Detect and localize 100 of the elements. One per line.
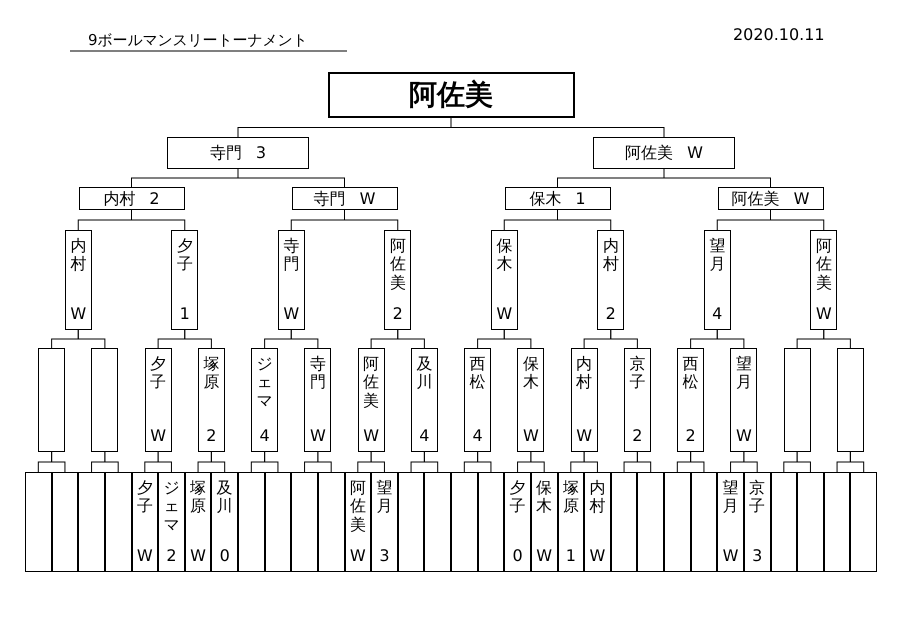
player-slot <box>744 472 770 572</box>
bracket-line <box>238 168 345 188</box>
player-box <box>504 187 610 210</box>
champion-name: 阿佐美 <box>409 81 493 109</box>
player-name: ジェマ <box>256 355 273 410</box>
score-text: W <box>522 426 539 445</box>
bracket-line <box>344 210 398 230</box>
bracket-line <box>584 452 598 472</box>
player-name: 望月 <box>376 479 392 516</box>
empty-slot <box>238 472 265 572</box>
bracket-line <box>370 452 385 472</box>
player-slot <box>344 472 372 572</box>
player-name: 西松 <box>470 355 486 392</box>
player-slot <box>304 348 332 452</box>
bracket-line <box>450 118 664 138</box>
player-name: 夕子 <box>510 479 526 516</box>
player-name: 阿佐美 <box>816 237 832 292</box>
score-text: 1 <box>564 546 577 565</box>
empty-slot <box>836 348 864 452</box>
empty-slot <box>25 472 52 572</box>
player-slot <box>171 230 198 330</box>
player-name: 夕子 <box>176 237 193 274</box>
player-slot <box>198 348 225 452</box>
player-slot <box>584 472 611 572</box>
champion-box <box>328 72 574 118</box>
empty-slot <box>824 472 850 572</box>
score-text: W <box>589 546 606 565</box>
score-text: W <box>576 426 592 445</box>
bracket-line <box>290 330 318 348</box>
empty-slot <box>264 472 292 572</box>
bracket-line <box>690 452 704 472</box>
player-box <box>78 187 184 210</box>
player-slot <box>211 472 238 572</box>
bracket-line <box>850 452 864 472</box>
player-name: 阿佐美 <box>350 479 366 534</box>
score-text: W <box>283 304 300 323</box>
empty-slot <box>690 472 718 572</box>
bracket-line <box>477 452 492 472</box>
bracket-line <box>317 452 332 472</box>
player-name: 寺門 <box>310 355 326 392</box>
bracket-line <box>131 210 186 230</box>
bracket-line <box>796 452 811 472</box>
empty-slot <box>78 472 105 572</box>
empty-slot <box>398 472 424 572</box>
player-name: 内村 <box>103 190 136 206</box>
player-slot <box>517 348 544 452</box>
score-text: 2 <box>165 546 178 565</box>
empty-slot <box>478 472 504 572</box>
bracket-line <box>424 452 438 472</box>
player-slot <box>144 348 172 452</box>
score-text: W <box>70 304 86 323</box>
score-text: W <box>136 546 153 565</box>
player-name: 夕子 <box>150 355 166 392</box>
bracket-line <box>557 210 612 230</box>
score-text: 1 <box>178 304 191 323</box>
player-slot <box>410 348 438 452</box>
score-text: 2 <box>604 304 617 323</box>
player-slot <box>384 230 412 330</box>
bracket-line <box>104 452 119 472</box>
player-slot <box>530 472 558 572</box>
bracket-line <box>504 330 532 348</box>
player-box <box>292 187 398 210</box>
player-slot <box>504 472 531 572</box>
score-text: 3 <box>256 145 266 161</box>
player-slot <box>597 230 624 330</box>
score-text: W <box>722 546 739 565</box>
player-name: 阿佐美 <box>363 355 380 410</box>
score-text: W <box>536 546 552 565</box>
score-text: W <box>150 426 166 445</box>
player-slot <box>810 230 838 330</box>
player-name: 阿佐美 <box>732 190 780 206</box>
player-name: 西松 <box>682 355 699 392</box>
score-text: W <box>687 145 703 161</box>
player-name: 塚原 <box>203 355 220 392</box>
player-name: 夕子 <box>136 479 153 516</box>
player-slot <box>464 348 492 452</box>
empty-slot <box>104 472 132 572</box>
player-name: 内村 <box>576 355 592 392</box>
bracket-line <box>264 452 278 472</box>
bracket-line <box>530 452 545 472</box>
player-name: 塚原 <box>562 479 579 516</box>
bracket-line <box>210 452 226 472</box>
bracket-line <box>743 452 758 472</box>
player-slot <box>490 230 518 330</box>
score-text: W <box>816 304 832 323</box>
player-name: 内村 <box>70 237 86 274</box>
bracket-line <box>664 168 771 188</box>
player-name: 保木 <box>529 190 562 206</box>
score-text: W <box>190 546 206 565</box>
player-slot <box>358 348 385 452</box>
empty-slot <box>797 472 824 572</box>
player-name: 内村 <box>589 479 606 516</box>
score-text: 2 <box>149 190 160 206</box>
empty-slot <box>770 472 798 572</box>
empty-slot <box>451 472 478 572</box>
empty-slot <box>424 472 451 572</box>
player-slot <box>677 348 704 452</box>
player-slot <box>158 472 185 572</box>
empty-slot <box>610 472 638 572</box>
empty-slot <box>318 472 344 572</box>
